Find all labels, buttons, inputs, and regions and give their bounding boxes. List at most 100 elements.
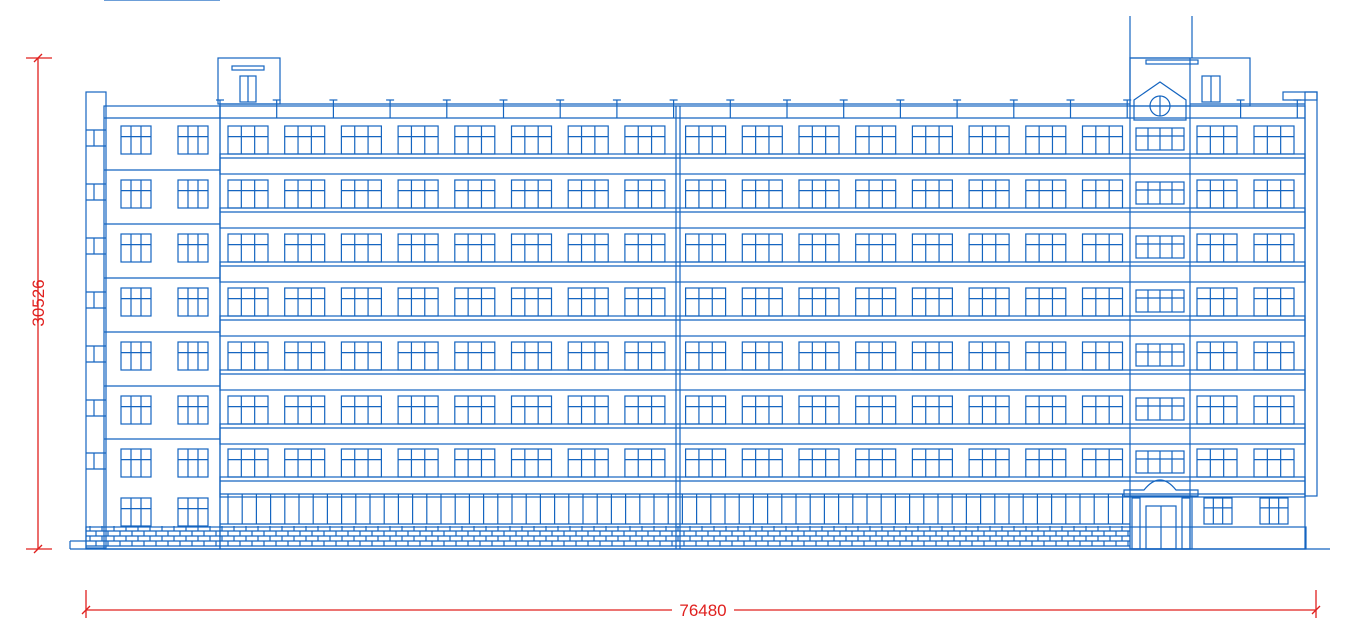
entrance-column (1181, 497, 1191, 550)
window (855, 448, 897, 478)
window (855, 179, 897, 209)
window (510, 179, 553, 209)
window (567, 341, 609, 371)
window (340, 341, 382, 371)
window (120, 125, 152, 155)
window (454, 341, 496, 371)
left-roof-enclosure (217, 57, 281, 105)
window (120, 233, 152, 263)
window (624, 341, 666, 371)
window (798, 287, 840, 317)
balcony-band (219, 423, 1306, 445)
window (798, 179, 840, 209)
window (741, 448, 783, 478)
window (510, 233, 553, 263)
window (855, 341, 897, 371)
window (340, 287, 382, 317)
width-dimension-label: 76480 (679, 601, 726, 620)
window (798, 448, 840, 478)
window (624, 395, 666, 425)
window (397, 448, 439, 478)
entrance-canopy (1123, 479, 1199, 497)
window (1081, 179, 1124, 209)
window (120, 448, 152, 478)
window (741, 125, 783, 155)
window (1025, 125, 1067, 155)
balcony-band (219, 369, 1306, 391)
window (284, 448, 326, 478)
window (624, 179, 666, 209)
window (340, 395, 382, 425)
left-stair-wing (85, 91, 107, 549)
window (684, 287, 727, 317)
dimension-lines (26, 53, 1321, 618)
window (798, 233, 840, 263)
window (227, 125, 269, 155)
window (510, 448, 553, 478)
window (911, 395, 954, 425)
window (855, 287, 897, 317)
window (177, 341, 209, 371)
window (567, 179, 609, 209)
window (1025, 179, 1067, 209)
width-dimension-slash-right (1311, 605, 1321, 615)
window (177, 287, 209, 317)
right-wing (1304, 91, 1318, 497)
window (798, 395, 840, 425)
window (741, 233, 783, 263)
window (968, 448, 1010, 478)
window (1196, 287, 1238, 317)
window (227, 448, 269, 478)
window (227, 287, 269, 317)
window (454, 448, 496, 478)
entrance-column (1131, 497, 1141, 550)
window (567, 233, 609, 263)
window (284, 233, 326, 263)
window (397, 395, 439, 425)
window (454, 287, 496, 317)
window (968, 179, 1010, 209)
window (624, 287, 666, 317)
window (1253, 395, 1295, 425)
window (684, 233, 727, 263)
window (624, 125, 666, 155)
window (1196, 448, 1238, 478)
window (567, 287, 609, 317)
window (911, 448, 954, 478)
main-facade (219, 105, 1306, 550)
window (968, 287, 1010, 317)
window (1203, 497, 1233, 525)
window (340, 179, 382, 209)
balcony-band (219, 261, 1306, 283)
window (624, 233, 666, 263)
window (684, 448, 727, 478)
window (284, 341, 326, 371)
height-dimension-label: 30526 (29, 279, 48, 326)
window (1025, 395, 1067, 425)
left-end-block (103, 105, 221, 550)
window (741, 179, 783, 209)
window (911, 125, 954, 155)
window (177, 179, 209, 209)
window (510, 125, 553, 155)
window (855, 395, 897, 425)
window (397, 179, 439, 209)
window (968, 125, 1010, 155)
window (1196, 395, 1238, 425)
window (911, 341, 954, 371)
tower-gable (1133, 81, 1187, 121)
window (624, 448, 666, 478)
window (177, 497, 209, 527)
window (177, 448, 209, 478)
window (397, 341, 439, 371)
window (741, 395, 783, 425)
window (454, 125, 496, 155)
window (510, 341, 553, 371)
window (397, 125, 439, 155)
window (1081, 233, 1124, 263)
window (684, 395, 727, 425)
window (1196, 233, 1238, 263)
window (1253, 125, 1295, 155)
window (397, 287, 439, 317)
